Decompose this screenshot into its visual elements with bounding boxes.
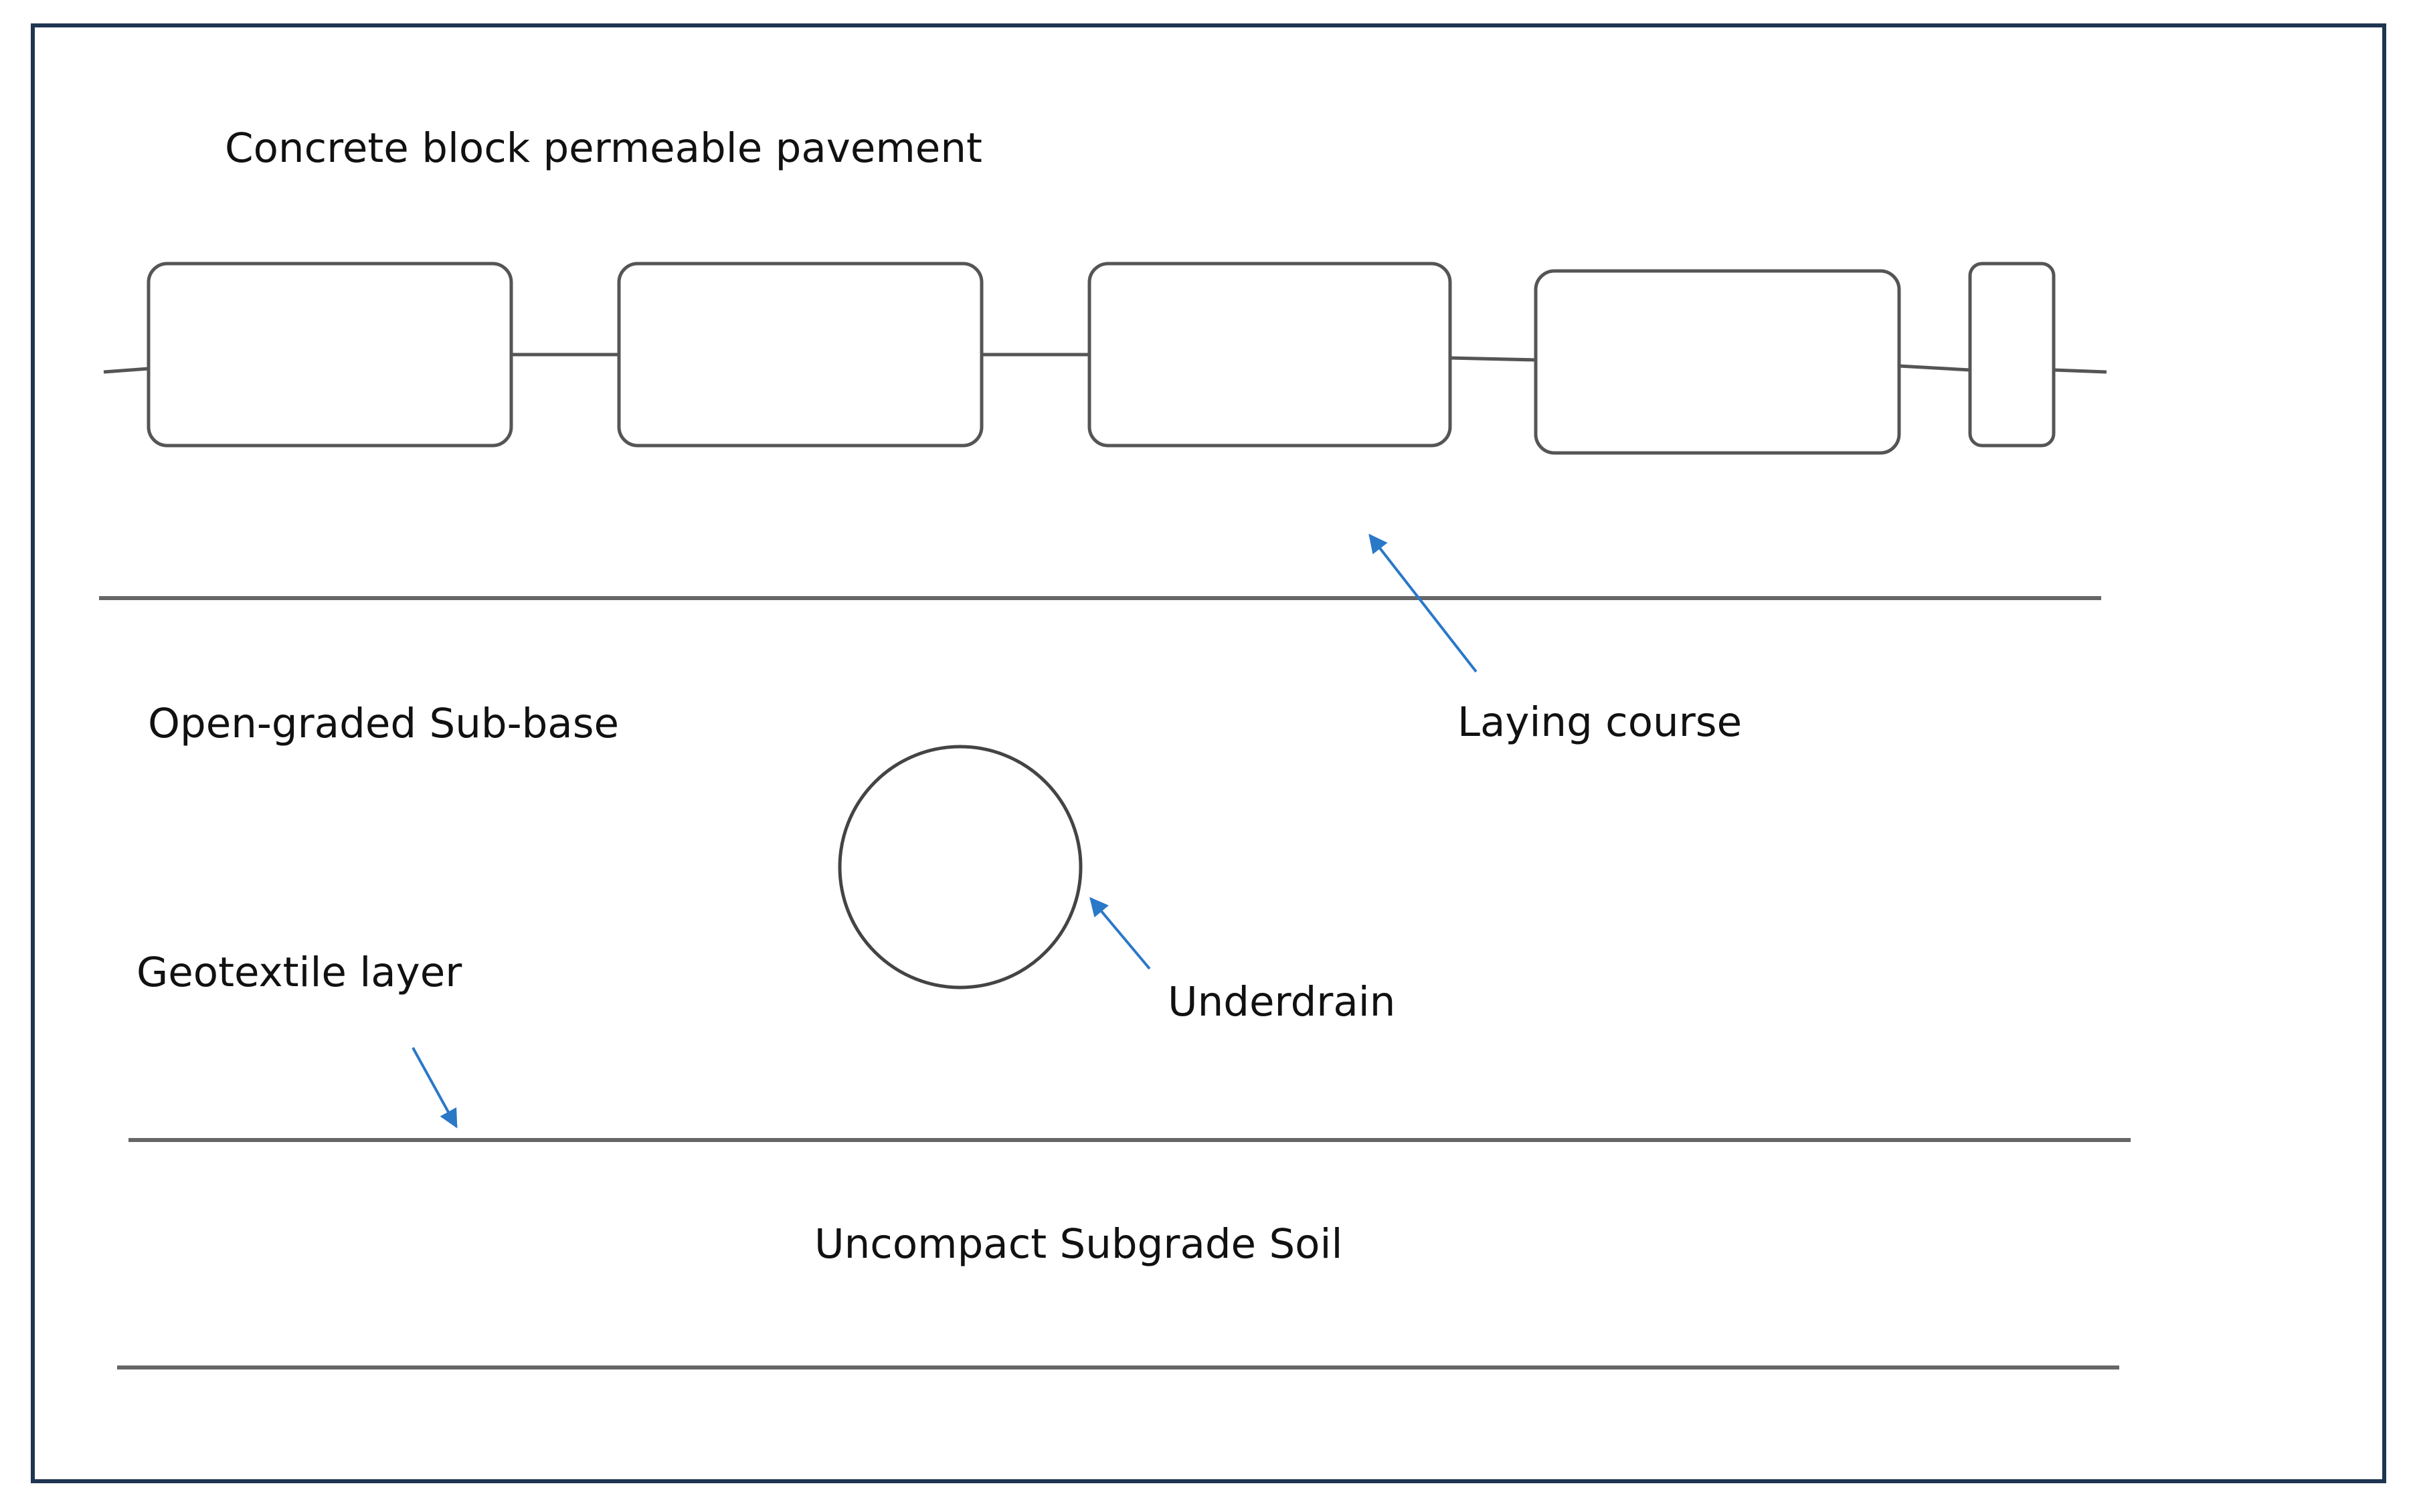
- laying-course-label: Laying course: [1457, 698, 1742, 746]
- sub-base-label: Open-graded Sub-base: [148, 700, 619, 747]
- geotextile-label: Geotextile layer: [137, 949, 462, 996]
- concrete-block-4: [1534, 269, 1901, 455]
- geotextile-arrow: [412, 1047, 458, 1129]
- underdrain-arrow: [1089, 896, 1151, 970]
- underdrain-pipe: [838, 745, 1083, 989]
- laying-course-line: [103, 353, 2107, 374]
- subgrade-label: Uncompact Subgrade Soil: [814, 1220, 1342, 1268]
- concrete-block-2: [617, 262, 984, 448]
- concrete-block-5: [1968, 262, 2056, 448]
- underdrain-label: Underdrain: [1168, 978, 1395, 1026]
- concrete-block-3: [1087, 262, 1452, 448]
- diagram-title: Concrete block permeable pavement: [225, 124, 982, 172]
- laying-course-arrow: [1368, 533, 1478, 673]
- concrete-block-1: [147, 262, 513, 448]
